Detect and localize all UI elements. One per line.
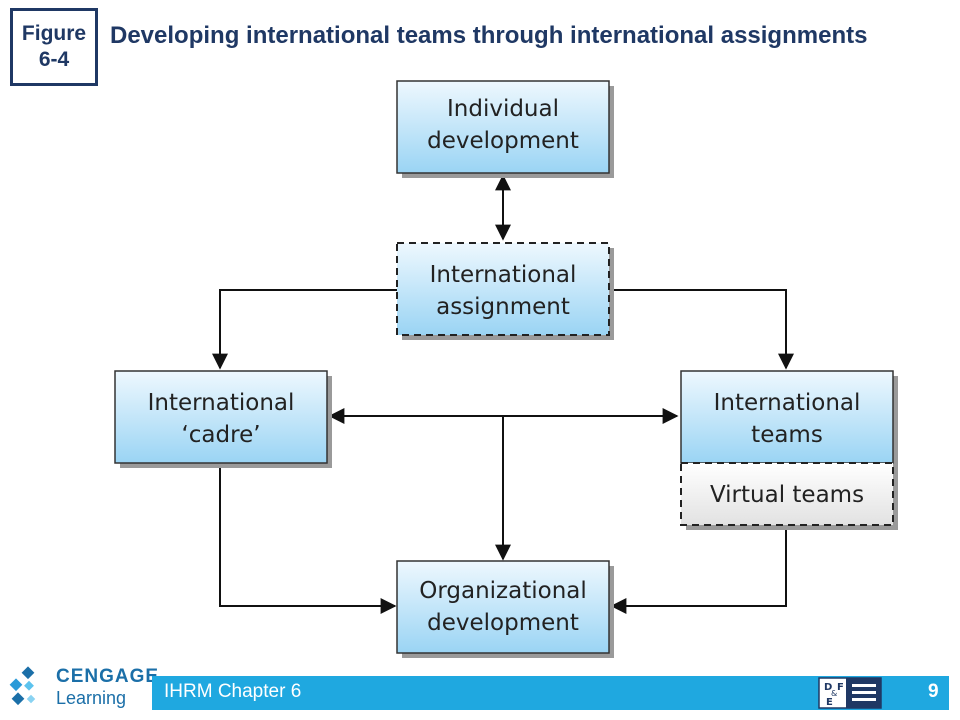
figure-label-line2: 6-4: [38, 48, 70, 71]
node-individual-line2: development: [427, 128, 579, 154]
figure-label-line1: Figure: [21, 22, 87, 45]
footer-chapter: IHRM Chapter 6: [164, 681, 302, 702]
logo-text-cengage: CENGAGE: [56, 666, 160, 687]
node-organizational-line1: Organizational: [419, 578, 587, 604]
node-organizational-line2: development: [427, 610, 579, 636]
node-international-cadre: International ‘cadre’: [114, 370, 332, 468]
node-virtual-teams: Virtual teams: [680, 462, 894, 526]
page-number: 9: [928, 681, 939, 702]
connectors: [212, 174, 794, 614]
node-virtual-line1: Virtual teams: [710, 482, 864, 508]
def-badge-e: E: [826, 697, 833, 708]
node-teams-line2: teams: [751, 422, 823, 448]
arrow-assignment-cadre: [212, 289, 397, 370]
def-badge-icon: D & F E: [818, 677, 882, 709]
def-badge-d: D: [824, 682, 832, 693]
node-assignment-line1: International: [430, 262, 577, 288]
arrow-assignment-teams: [610, 289, 794, 370]
cengage-logo: CENGAGE Learning: [8, 662, 158, 714]
node-organizational-development: Organizational development: [396, 560, 614, 658]
cengage-logo-icon: [9, 666, 36, 706]
page-title: Developing international teams through i…: [110, 22, 868, 49]
node-individual-line1: Individual: [447, 96, 559, 122]
footer-bar: [152, 676, 949, 710]
node-international-assignment: International assignment: [396, 242, 614, 340]
node-cadre-line2: ‘cadre’: [181, 422, 260, 448]
logo-text-learning: Learning: [56, 688, 127, 708]
figure-label: Figure 6-4: [10, 8, 98, 86]
arrow-virtual-organizational: [610, 526, 787, 614]
node-cadre-line1: International: [148, 390, 295, 416]
arrow-cadre-organizational: [219, 464, 397, 614]
node-individual-development: Individual development: [396, 80, 614, 178]
def-badge-amp: &: [831, 689, 837, 698]
def-badge-f: F: [837, 682, 844, 693]
node-teams-line1: International: [714, 390, 861, 416]
node-assignment-line2: assignment: [436, 294, 570, 320]
